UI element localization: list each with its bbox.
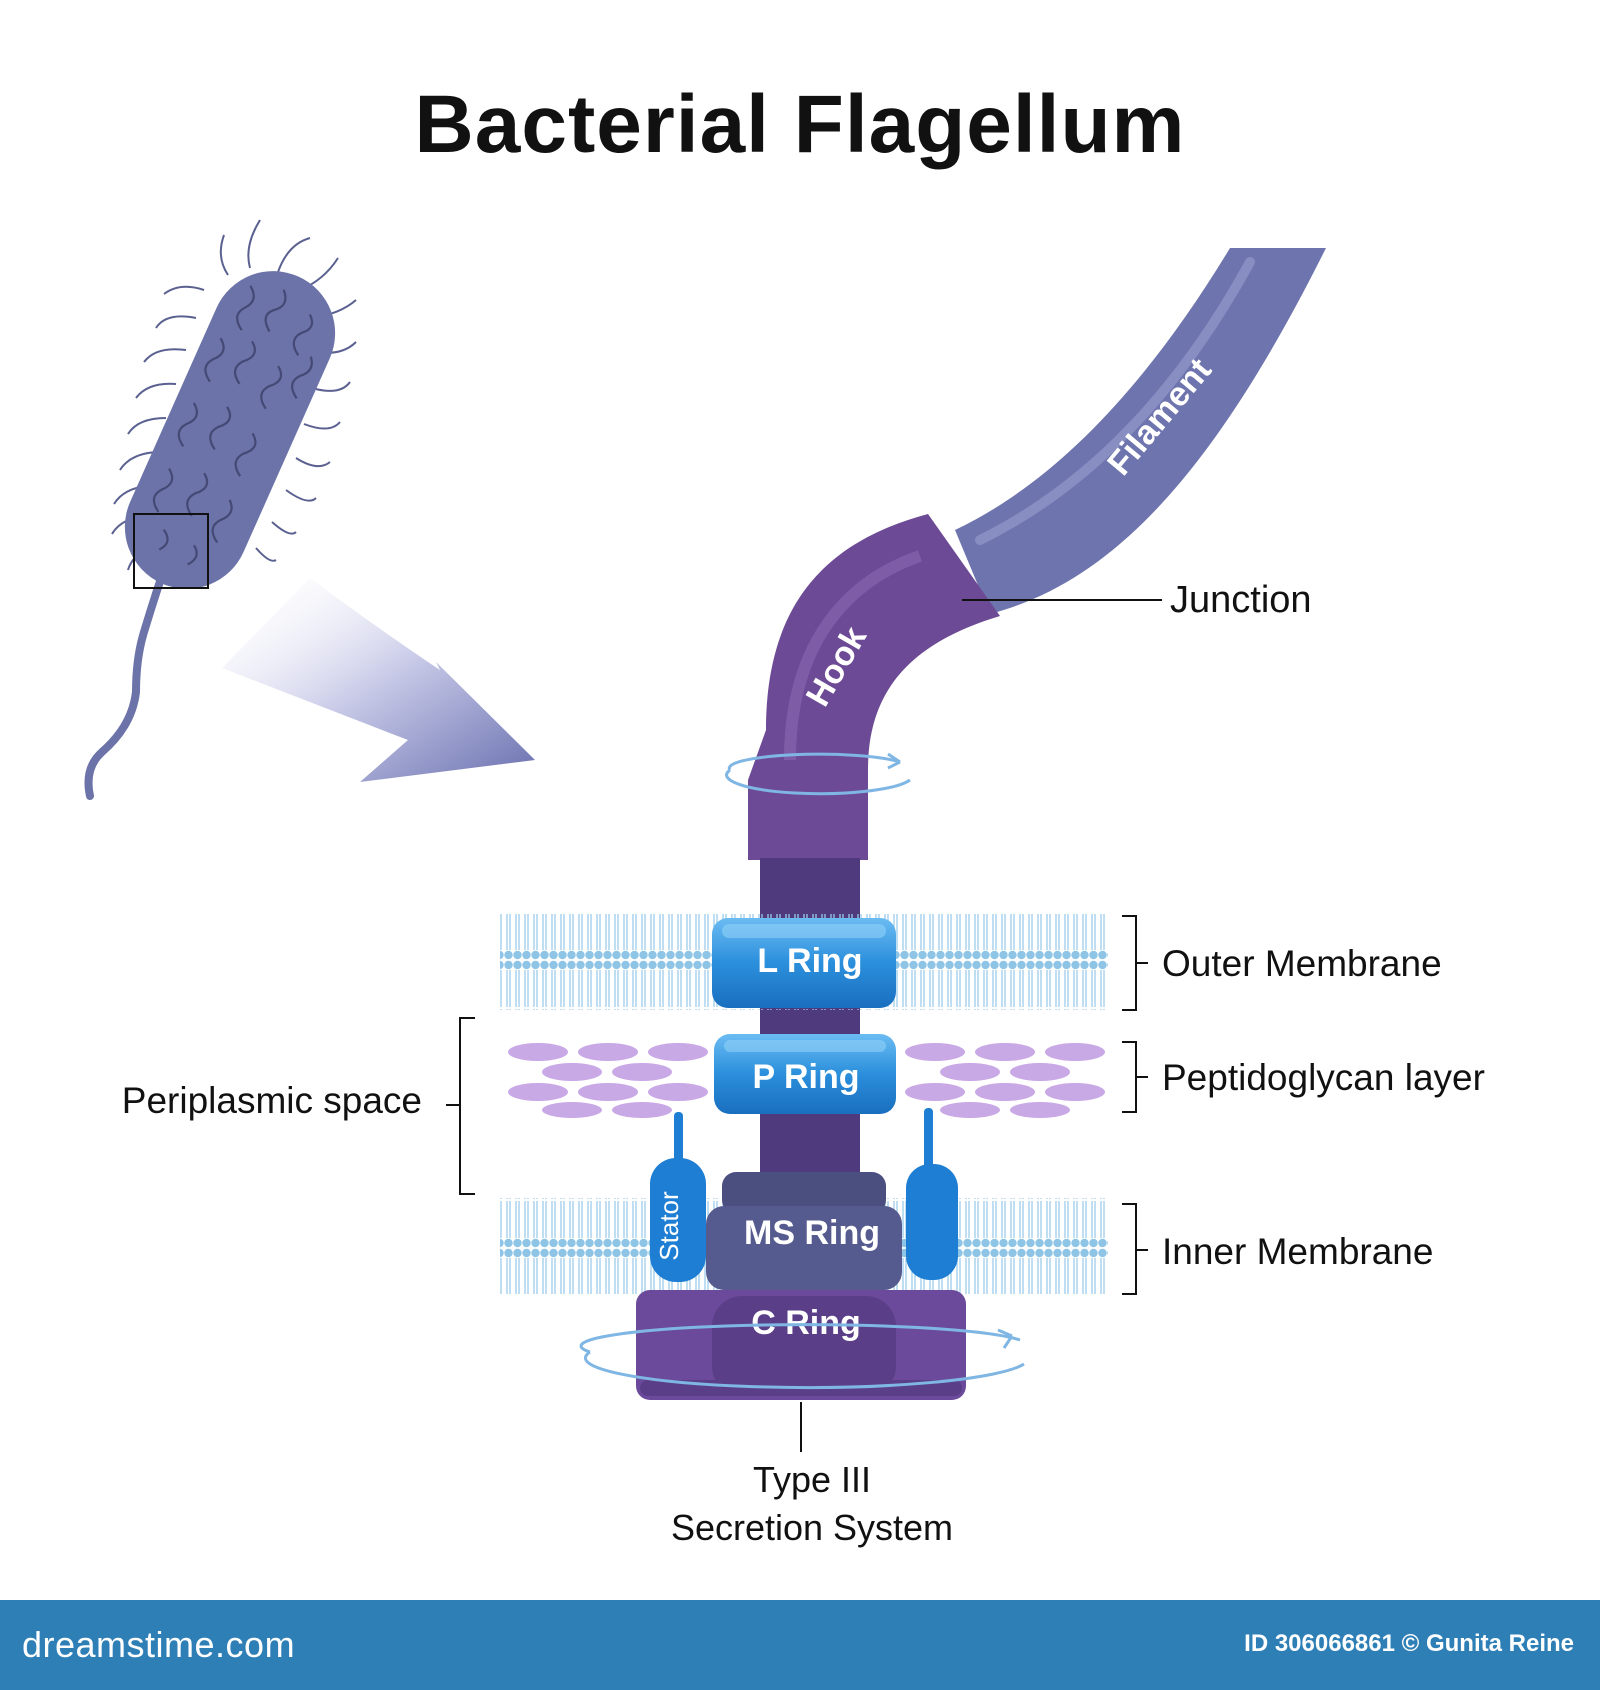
footer-bar: dreamstime.com ID 306066861 © Gunita Rei… bbox=[0, 1600, 1600, 1690]
periplasmic-bracket bbox=[446, 1017, 475, 1195]
zoom-arrow bbox=[222, 578, 535, 782]
bacterium bbox=[84, 219, 357, 800]
l-ring-label: L Ring bbox=[757, 942, 862, 980]
stator-label: Stator bbox=[654, 1191, 684, 1261]
outer-membrane-bracket bbox=[1122, 915, 1148, 1011]
outer-membrane-label: Outer Membrane bbox=[1162, 943, 1442, 984]
periplasmic-label: Periplasmic space bbox=[122, 1080, 422, 1121]
type3-label-line1: Type III bbox=[753, 1459, 871, 1500]
peptidoglycan-bracket bbox=[1122, 1041, 1148, 1113]
junction-label: Junction bbox=[1170, 579, 1312, 621]
c-ring-rotation-arrow bbox=[579, 1323, 1025, 1390]
rod bbox=[760, 858, 860, 1178]
flagellum-diagram: Filament Hook L Ring P Ring bbox=[84, 219, 1485, 1548]
p-ring bbox=[714, 1034, 896, 1114]
c-ring-label: C Ring bbox=[751, 1304, 861, 1342]
ms-ring-label: MS Ring bbox=[744, 1214, 880, 1252]
inner-membrane-label: Inner Membrane bbox=[1162, 1231, 1433, 1272]
peptidoglycan-layer bbox=[508, 1043, 1105, 1118]
l-ring bbox=[712, 918, 896, 1008]
footer-brand: dreamstime.com bbox=[22, 1624, 296, 1665]
hook bbox=[748, 514, 1000, 860]
stator-right bbox=[906, 1108, 958, 1280]
inner-membrane-bracket bbox=[1122, 1203, 1148, 1295]
p-ring-label: P Ring bbox=[752, 1058, 859, 1096]
zoom-box bbox=[133, 513, 209, 589]
ms-ring bbox=[706, 1172, 902, 1290]
type3-label-line2: Secretion System bbox=[671, 1507, 953, 1548]
filament bbox=[955, 248, 1326, 614]
peptidoglycan-label: Peptidoglycan layer bbox=[1162, 1057, 1485, 1098]
page-title: Bacterial Flagellum bbox=[414, 79, 1186, 170]
stator-left bbox=[650, 1112, 706, 1282]
footer-image-id: ID 306066861 © Gunita Reine bbox=[1244, 1630, 1574, 1657]
hook-rotation-arrow bbox=[725, 752, 911, 796]
